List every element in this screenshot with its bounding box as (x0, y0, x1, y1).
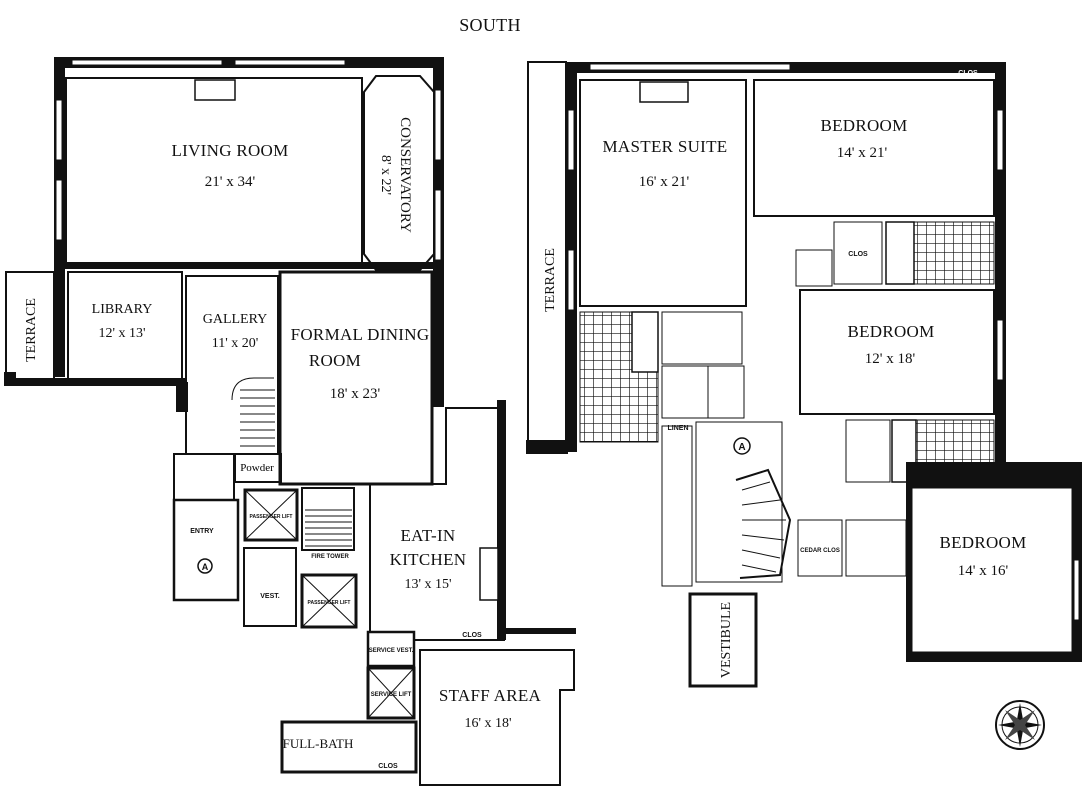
bedroom-3-name: BEDROOM (939, 533, 1026, 552)
bedroom-1 (753, 79, 995, 217)
bedroom-1-name: BEDROOM (820, 116, 907, 135)
bedroom-2-name: BEDROOM (847, 322, 934, 341)
vestibule-name: VESTIBULE (719, 602, 734, 678)
bedroom-1-clos: CLOS (958, 70, 978, 77)
passenger-lift-2-label: PASSENGER LIFT (308, 600, 351, 606)
service-vest-name: SERVICE VEST. (369, 648, 414, 654)
kitchen-name-2: KITCHEN (390, 550, 467, 569)
master-suite-name: MASTER SUITE (603, 137, 728, 156)
entry-name: ENTRY (190, 528, 214, 535)
kitchen-clos: CLOS (462, 632, 482, 639)
staff-area (419, 649, 575, 786)
elevator-marker-right: A (733, 437, 751, 455)
full-bath-name: FULL-BATH (283, 736, 354, 751)
vestibule (688, 592, 758, 688)
formal-dining-name-1: FORMAL DINING (291, 325, 430, 344)
terrace-left-name: TERRACE (24, 298, 39, 362)
master-suite (579, 79, 747, 307)
clos-top: CLOS (848, 251, 868, 258)
staff-area-name: STAFF AREA (439, 686, 542, 705)
elevator-marker-left: A (197, 558, 213, 574)
compass-rose-icon (995, 700, 1045, 750)
full-bath (280, 720, 418, 774)
conservatory (363, 75, 435, 271)
conservatory-name: CONSERVATORY (397, 117, 413, 233)
bedroom-3-dims: 14' x 16' (958, 563, 1009, 579)
bedroom-1-dims: 14' x 21' (837, 145, 888, 161)
conservatory-dims: 8' x 22' (378, 155, 393, 195)
formal-dining-name-2: ROOM (309, 351, 361, 370)
service-lift-name: SERVICE LIFT (371, 692, 412, 698)
service-vest (366, 630, 416, 668)
window-strip (71, 59, 223, 66)
full-bath-clos: CLOS (378, 763, 398, 770)
vest (243, 547, 297, 627)
elevator-marker-right-label: A (738, 442, 745, 453)
bedroom-2-dims: 12' x 18' (865, 351, 916, 367)
terrace-right-name: TERRACE (543, 248, 558, 312)
passenger-lift-1-label: PASSENGER LIFT (250, 514, 293, 520)
formal-dining-room (278, 270, 434, 486)
gallery-dims: 11' x 20' (212, 336, 259, 351)
fire-tower-label: FIRE TOWER (311, 554, 349, 560)
kitchen-name-1: EAT-IN (401, 526, 456, 545)
formal-dining-dims: 18' x 23' (330, 386, 381, 402)
cedar-clos-label: CEDAR CLOS (800, 548, 840, 554)
library-dims: 12' x 13' (98, 326, 145, 341)
kitchen-dims: 13' x 15' (404, 577, 451, 592)
gallery (185, 275, 279, 455)
master-suite-dims: 16' x 21' (639, 174, 690, 190)
vest-name: VEST. (260, 593, 280, 600)
library-name: LIBRARY (92, 302, 153, 317)
left-unit: LIVING ROOM 21' x 34' CONSERVATORY 8' x … (4, 57, 576, 786)
bedroom-3 (911, 487, 1073, 653)
gallery-name: GALLERY (203, 312, 268, 327)
powder-name: Powder (240, 462, 274, 474)
living-room (65, 77, 363, 267)
linen-label: LINEN (668, 425, 689, 432)
bedroom-2 (799, 289, 995, 415)
fire-tower: FIRE TOWER (301, 487, 355, 560)
orientation-label: SOUTH (459, 15, 521, 35)
right-unit: TERRACE MASTER SUITE 16' x 21' CLOS BEDR… (526, 61, 1082, 688)
staff-area-dims: 16' x 18' (464, 716, 511, 731)
elevator-marker-left-label: A (202, 562, 209, 572)
living-room-name: LIVING ROOM (171, 141, 288, 160)
living-room-dims: 21' x 34' (205, 174, 256, 190)
